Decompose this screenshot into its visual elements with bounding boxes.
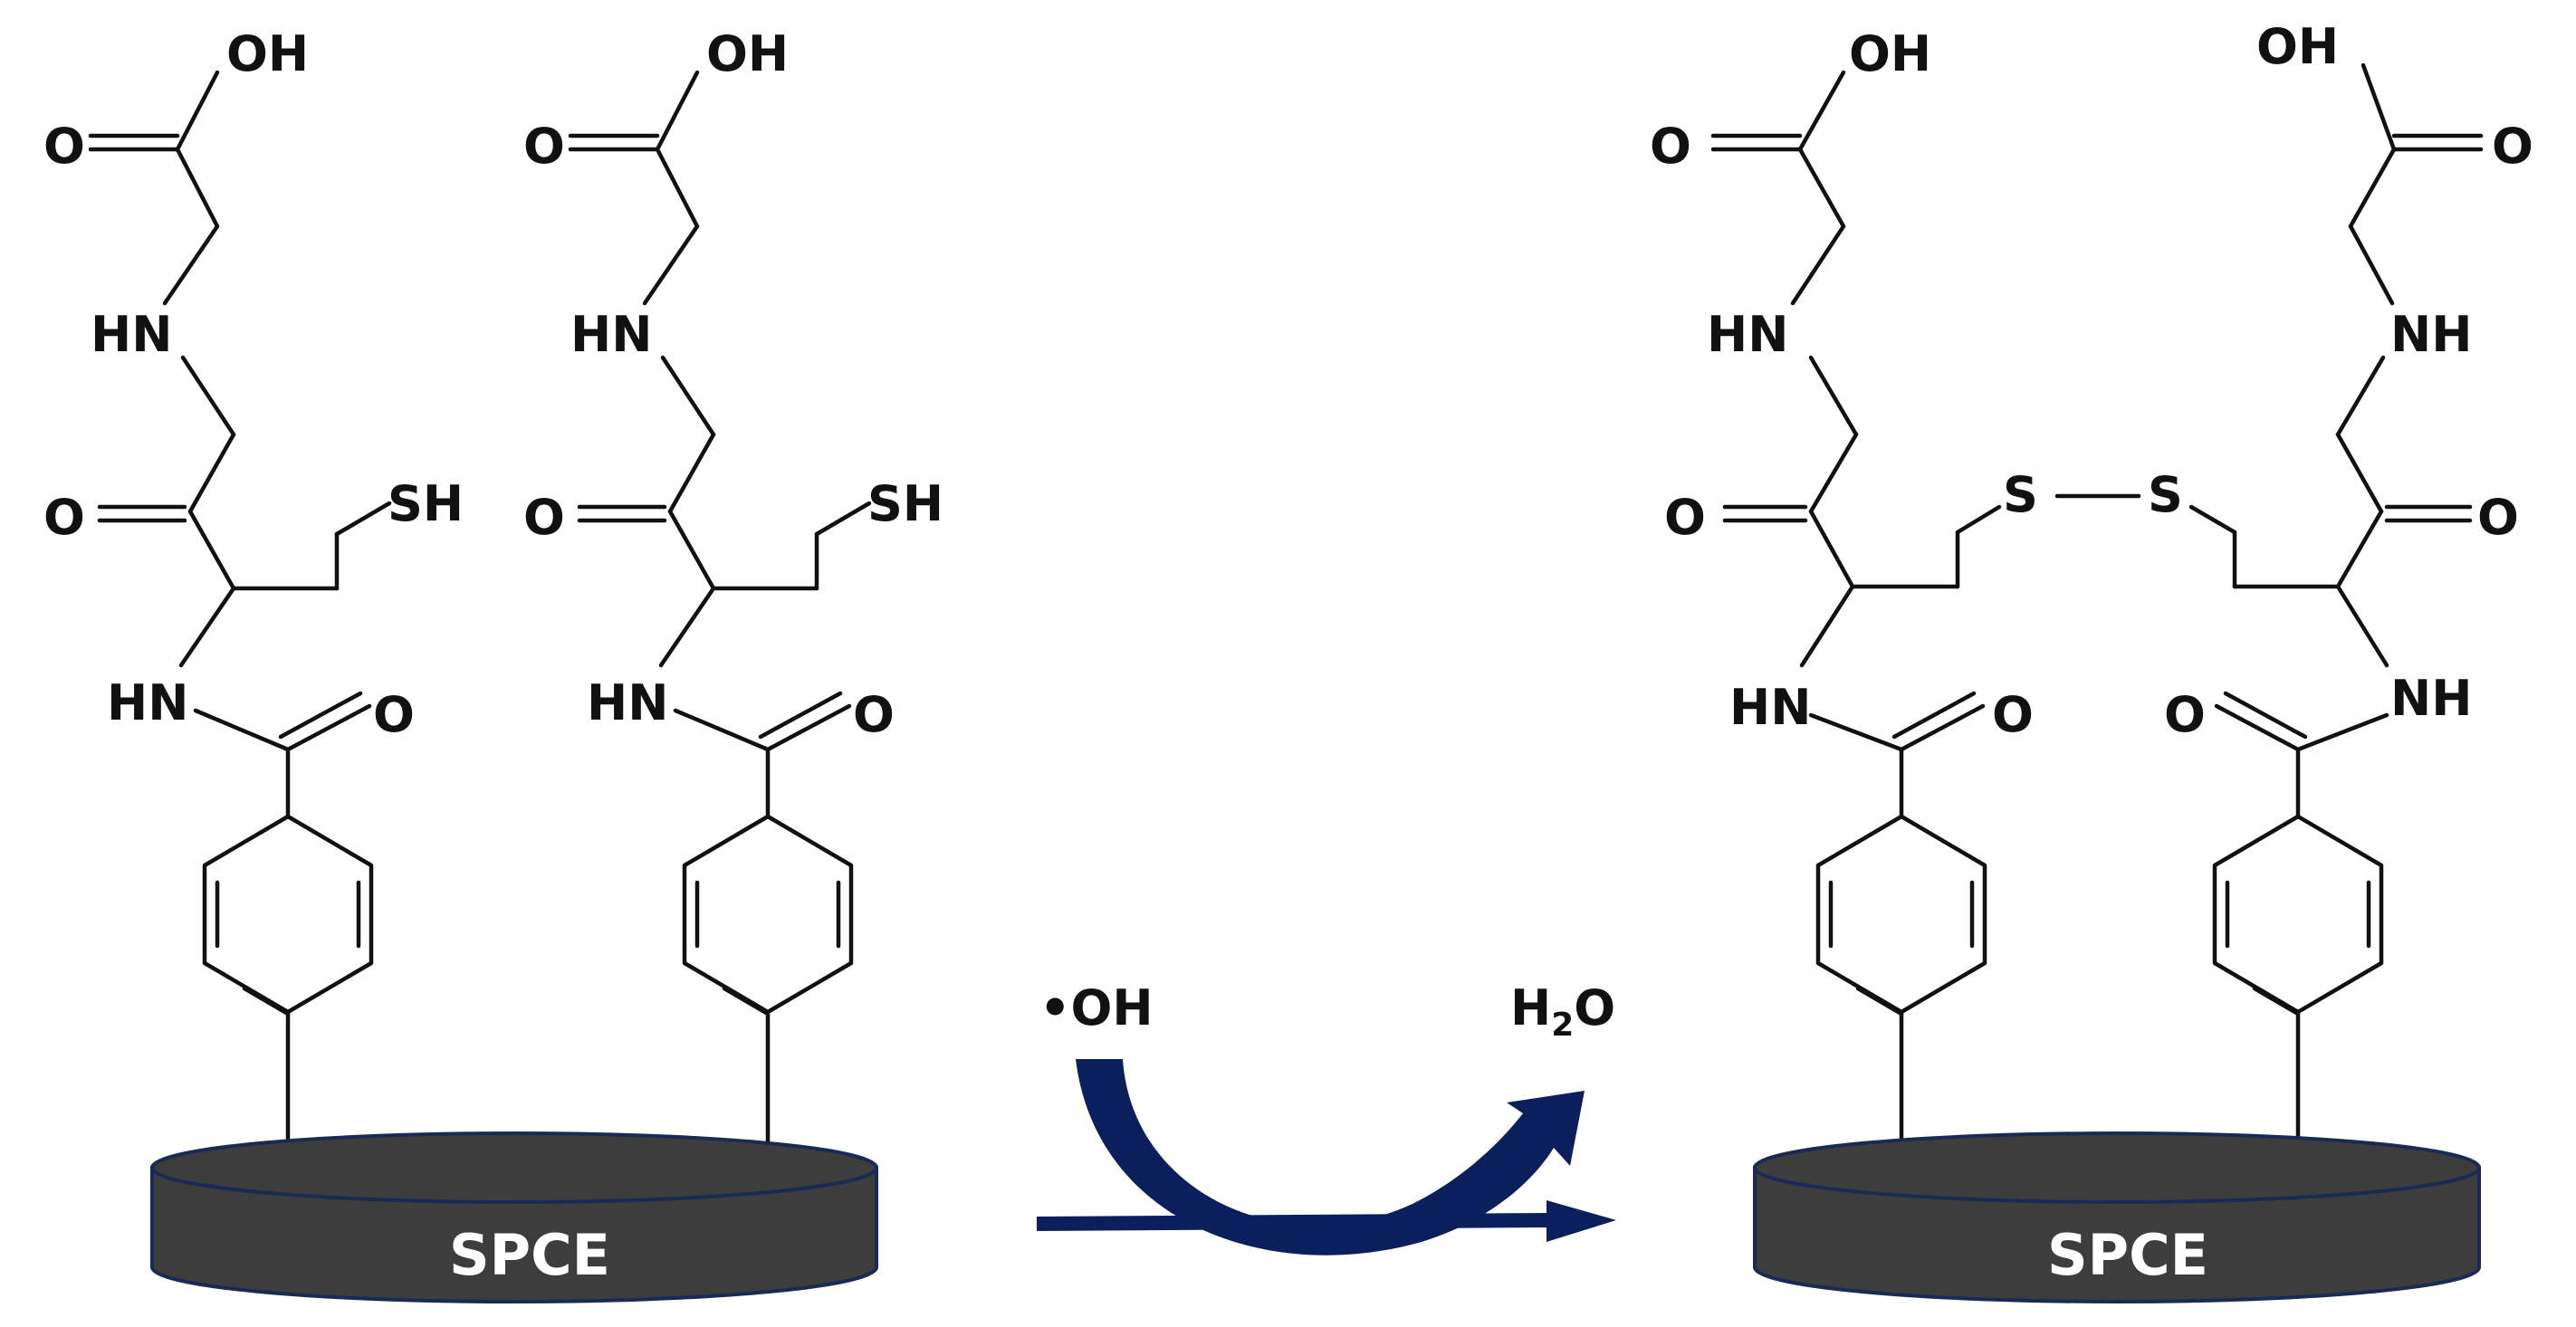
straight-arrow-shaft	[1036, 1213, 1551, 1231]
amine-label: HN	[1707, 306, 1788, 363]
amide-nitrogen-label: NH	[2390, 670, 2472, 727]
molecule-left-1: OH O HN O SH HN O	[43, 25, 464, 1145]
electrode-left: SPCE	[150, 1131, 878, 1303]
molecule-right-1: OH O HN O S HN O	[1650, 25, 2141, 1145]
amine-label: HN	[91, 306, 172, 363]
carbonyl-oxygen-label: O	[2477, 489, 2519, 546]
hydroxyl-label: OH	[2256, 18, 2339, 75]
hydroxyl-radical-label: •OH	[1039, 979, 1154, 1036]
benzene-ring	[202, 814, 374, 1017]
molecule-left-2: OH O HN O SH HN O	[523, 25, 943, 1145]
benzene-ring	[1815, 814, 1987, 1017]
carbonyl-oxygen-label: O	[2492, 118, 2533, 175]
amide-oxygen-label: O	[373, 686, 415, 743]
water-label: H2O	[1510, 979, 1615, 1044]
thiol-label: SH	[867, 475, 943, 532]
amide-nitrogen-label: HN	[107, 674, 188, 731]
reaction-arrow: •OH H2O	[1036, 979, 1616, 1255]
electrode-label: SPCE	[2047, 1222, 2208, 1288]
hydroxyl-label: OH	[706, 25, 789, 82]
amide-oxygen-label: O	[1992, 686, 2034, 743]
amide-nitrogen-label: HN	[1729, 679, 1811, 736]
carbonyl-oxygen-label: O	[523, 489, 565, 546]
amide-oxygen-label: O	[2164, 686, 2206, 743]
electrode-right: SPCE	[1753, 1131, 2481, 1303]
amine-label: HN	[570, 306, 652, 363]
amide-nitrogen-label: HN	[587, 674, 668, 731]
hydroxyl-label: OH	[1849, 25, 1931, 82]
carbonyl-oxygen-label: O	[523, 118, 565, 175]
hydroxyl-label: OH	[226, 25, 309, 82]
thiol-label: SH	[388, 475, 464, 532]
amide-oxygen-label: O	[853, 686, 895, 743]
benzene-ring	[682, 814, 854, 1017]
electrode-label: SPCE	[449, 1222, 610, 1288]
straight-arrow-head	[1547, 1200, 1616, 1242]
carbonyl-oxygen-label: O	[43, 489, 85, 546]
carbonyl-oxygen-label: O	[43, 118, 85, 175]
sulfur-label: S	[2148, 466, 2183, 523]
carbonyl-oxygen-label: O	[1664, 489, 1706, 546]
amine-label: NH	[2390, 306, 2472, 363]
sulfur-label: S	[2003, 466, 2038, 523]
benzene-ring	[2212, 814, 2384, 1017]
carbonyl-oxygen-label: O	[1650, 118, 1691, 175]
molecule-right-2: OH O NH O S NH O	[2148, 18, 2533, 1145]
curved-arrow	[1076, 1059, 1585, 1255]
